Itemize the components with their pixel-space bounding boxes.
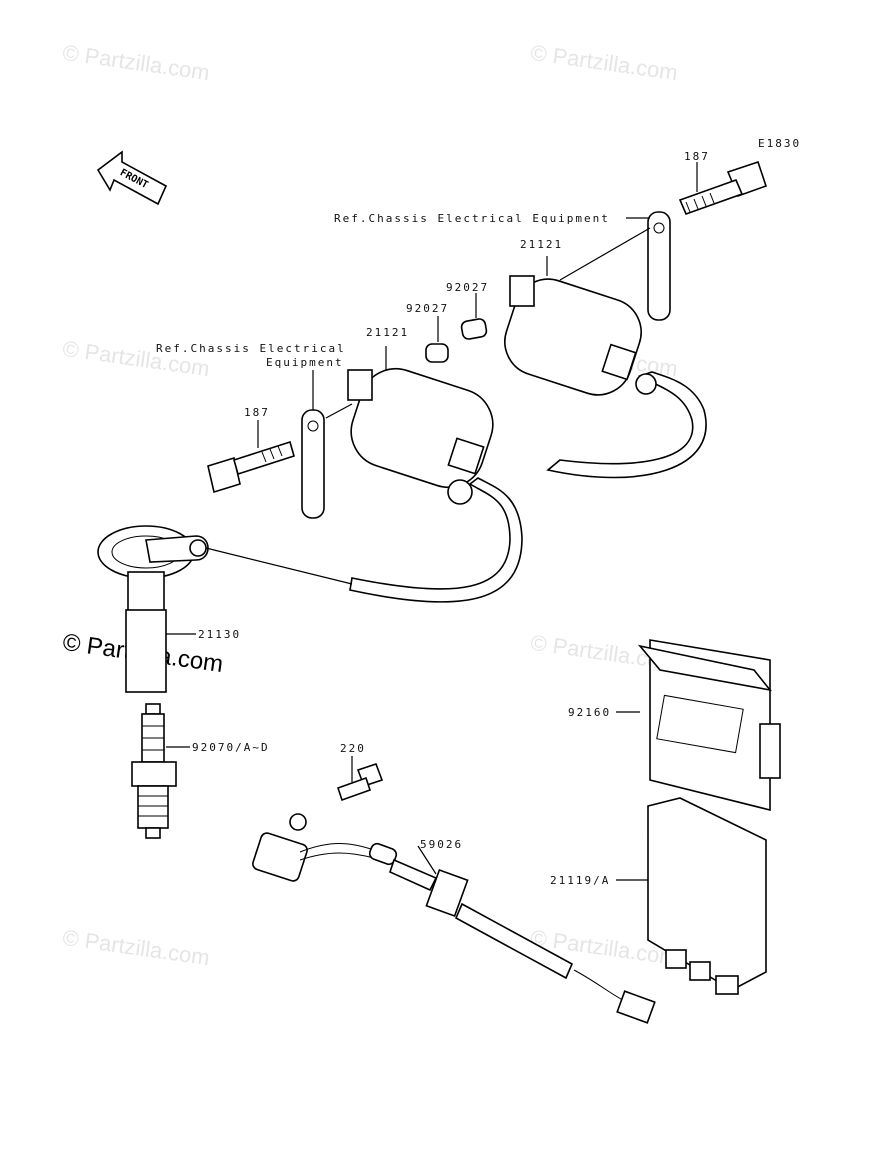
bracket-strap-top-icon xyxy=(647,211,671,321)
label-bolt-187-top: 187 xyxy=(684,150,710,163)
bracket-strap-left-icon xyxy=(301,409,325,519)
label-ref-chassis-top: Ref.Chassis Electrical Equipment xyxy=(334,212,610,225)
label-spacer-92027-left: 92027 xyxy=(406,302,450,315)
label-cap-21130: 21130 xyxy=(198,628,242,641)
label-spacer-92027-right: 92027 xyxy=(446,281,490,294)
label-bolt-187-left: 187 xyxy=(244,406,270,419)
label-case-92160: 92160 xyxy=(568,706,612,719)
igniter-case-92160-icon xyxy=(637,639,781,812)
bolt-187-top-icon xyxy=(678,160,768,216)
label-connector-59026: 59026 xyxy=(420,838,464,851)
plug-cap-21130-icon xyxy=(97,525,209,693)
pickup-harness-59026-icon xyxy=(252,813,656,1024)
label-ref-chassis-left-line1: Ref.Chassis Electrical xyxy=(156,342,346,355)
ignition-coil-left-icon xyxy=(347,367,523,603)
spacer-92027-right-icon xyxy=(460,318,488,340)
label-ref-chassis-left-line2: Equipment xyxy=(266,356,344,369)
front-arrow-icon: FRONT xyxy=(96,150,168,206)
igniter-unit-21119-icon xyxy=(647,797,767,995)
screw-220-icon xyxy=(336,762,384,802)
label-igniter-21119: 21119/A xyxy=(550,874,611,887)
spark-plug-icon xyxy=(131,703,177,839)
label-screw-220: 220 xyxy=(340,742,366,755)
bolt-187-left-icon xyxy=(207,440,295,494)
spacer-92027-left-icon xyxy=(425,343,449,363)
label-coil-21121-right: 21121 xyxy=(520,238,564,251)
label-spark-plug: 92070/A~D xyxy=(192,741,270,754)
label-coil-21121-left: 21121 xyxy=(366,326,410,339)
ignition-coil-right-icon xyxy=(504,275,707,479)
figure-code: E1830 xyxy=(758,137,802,150)
